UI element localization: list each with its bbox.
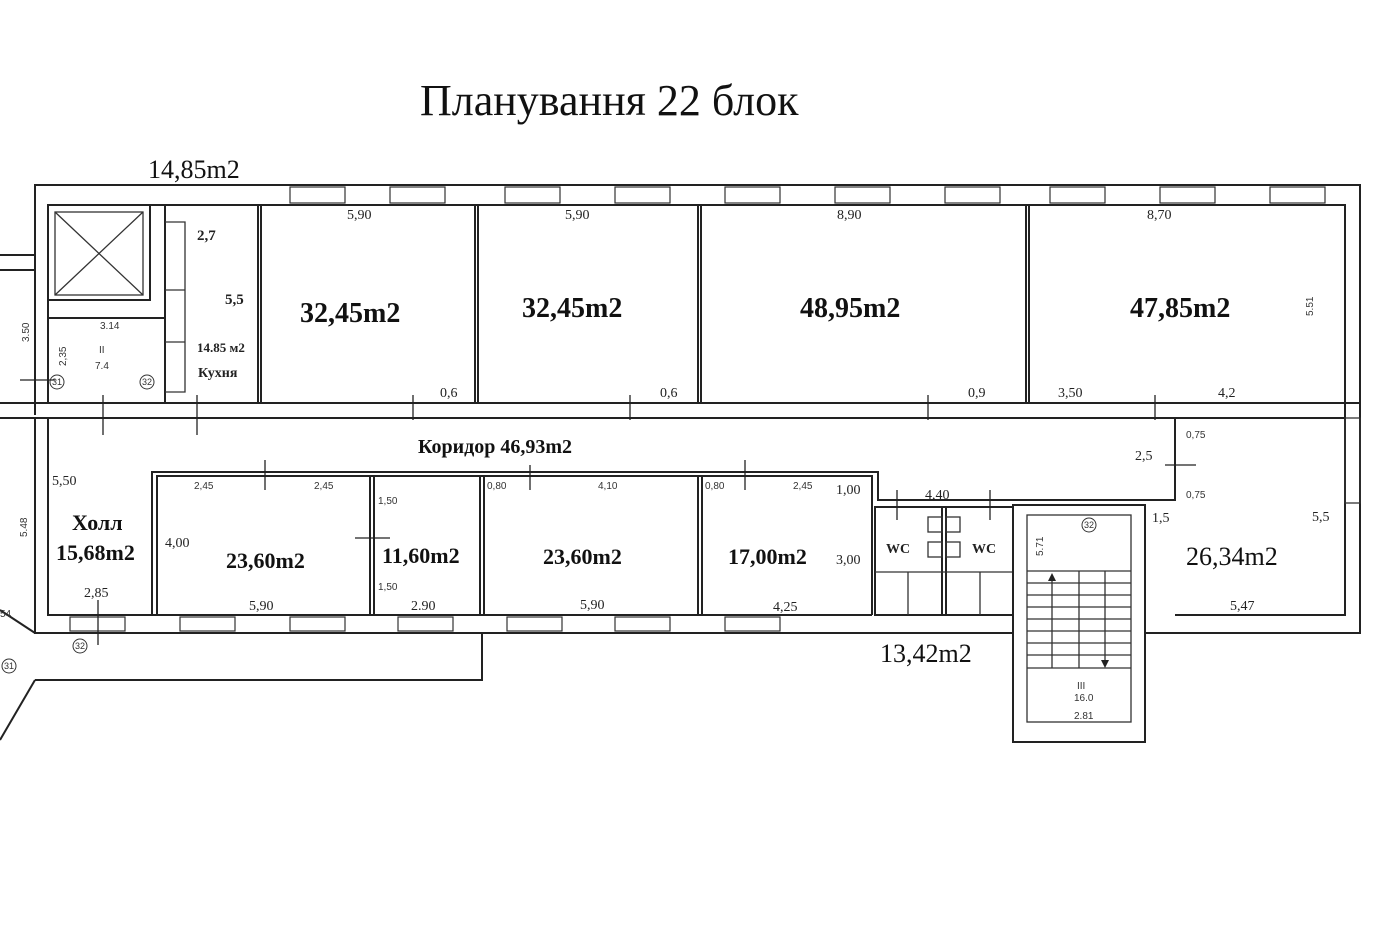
axis-marker: 31: [4, 661, 14, 671]
room-3-area: 48,95m2: [800, 293, 900, 324]
dim: 4,10: [598, 481, 618, 492]
corridor-label: Коридор 46,93m2: [418, 436, 572, 458]
kitchen-name: Кухня: [198, 366, 238, 381]
dimensions: 5,90 5,90 8,90 8,70 2,7 5,5 3.14 3.50 2,…: [0, 208, 1330, 722]
dim: 5,50: [52, 474, 77, 489]
dim: 5,5: [1312, 510, 1330, 525]
stair-treads: [1027, 582, 1131, 656]
dim: 0,75: [1186, 490, 1206, 501]
dim: 1,50: [378, 496, 398, 507]
dim: 1,5: [1152, 511, 1170, 526]
dim: 2,45: [314, 481, 334, 492]
dim: 5.71: [1035, 536, 1046, 556]
dim: 0,80: [705, 481, 725, 492]
dim: 54: [0, 609, 12, 620]
dim: 0,6: [440, 386, 458, 401]
dim: 1,50: [378, 582, 398, 593]
wc-right-label: WC: [972, 542, 996, 557]
dim: 8,90: [837, 208, 862, 223]
dim: 2,7: [197, 228, 216, 244]
dim: 2,5: [1135, 449, 1153, 464]
dim: 8,70: [1147, 208, 1172, 223]
dim: 4,2: [1218, 386, 1236, 401]
axis-markers: 31 32 32 31 32: [1, 374, 1097, 674]
hall-area: 15,68m2: [56, 540, 135, 565]
wc-left-label: WC: [886, 542, 910, 557]
dim: 5.48: [19, 517, 30, 537]
axis-marker: 32: [75, 641, 85, 651]
dim: 5,5: [225, 292, 244, 308]
kitchen-area: 14.85 м2: [197, 340, 245, 355]
dim: 3,00: [836, 553, 861, 568]
dim: 5,90: [580, 598, 605, 613]
dim: 2.81: [1074, 711, 1094, 722]
dim: 5,47: [1230, 599, 1255, 614]
room-7-area: 23,60m2: [543, 544, 622, 569]
dim: 4,00: [165, 536, 190, 551]
dim: 2,45: [194, 481, 214, 492]
dim: 2,35: [58, 346, 69, 366]
axis-marker: 32: [142, 377, 152, 387]
dim: 2,45: [793, 481, 813, 492]
hall-name: Холл: [72, 510, 123, 535]
dim: 3,50: [1058, 386, 1083, 401]
dim: 2,85: [84, 586, 109, 601]
top-left-total-area: 14,85m2: [148, 155, 240, 184]
room-6-area: 11,60m2: [382, 543, 460, 568]
dim: 3.50: [21, 322, 32, 342]
room-2-area: 32,45m2: [522, 293, 622, 324]
walls: [0, 184, 1361, 743]
plan-title: Планування 22 блок: [420, 76, 799, 125]
area-labels: 14,85m2 32,45m2 32,45m2 48,95m2 47,85m2 …: [56, 155, 1278, 668]
dim: 4,25: [773, 600, 798, 615]
dim: 4,40: [925, 488, 950, 503]
windows: [69, 186, 1326, 632]
room-number: III: [1077, 681, 1085, 692]
dim: 2.90: [411, 599, 436, 614]
dim: 5,90: [249, 599, 274, 614]
room-9-area: 26,34m2: [1186, 542, 1278, 571]
axis-marker: 31: [52, 377, 62, 387]
dim: 0,9: [968, 386, 986, 401]
dim: 0,6: [660, 386, 678, 401]
room-4-area: 47,85m2: [1130, 293, 1230, 324]
room-size: 16.0: [1074, 693, 1094, 704]
room-8-area: 17,00m2: [728, 544, 807, 569]
dim: 0,75: [1186, 430, 1206, 441]
room-5-area: 23,60m2: [226, 548, 305, 573]
dim: 0,80: [487, 481, 507, 492]
dim: 5,90: [565, 208, 590, 223]
doors: [20, 379, 1196, 645]
dim: 1,00: [836, 483, 861, 498]
room-1-area: 32,45m2: [300, 298, 400, 329]
dim: 5,90: [347, 208, 372, 223]
room-size: 7.4: [95, 361, 109, 372]
room-number: II: [99, 345, 105, 356]
dim: 5.51: [1305, 296, 1316, 316]
dim: 3.14: [100, 321, 120, 332]
axis-marker: 32: [1084, 520, 1094, 530]
wc-total-area: 13,42m2: [880, 639, 972, 668]
